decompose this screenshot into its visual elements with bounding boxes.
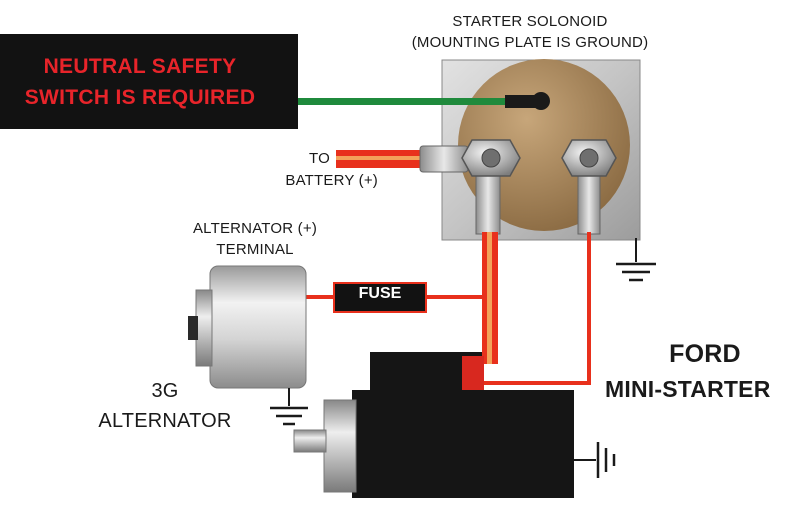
solenoid-post-left-lug [475, 169, 501, 235]
alternator-label-line-2: ALTERNATOR [98, 410, 232, 432]
neutral-switch-wire [296, 98, 510, 105]
alternator-label-line-1: 3G [151, 380, 179, 402]
fuse [333, 282, 427, 313]
alternator-terminal-label-line-2: TERMINAL [216, 241, 294, 258]
alternator-body [209, 265, 307, 389]
solenoid-title-line-1: STARTER SOLONOID [452, 13, 608, 30]
solenoid-post-right-stud [579, 148, 599, 168]
starter-motor-body [352, 390, 574, 498]
signal-terminal [505, 95, 541, 108]
warning-line-1: NEUTRAL SAFETY [43, 55, 237, 78]
neutral-safety-warning-box: NEUTRAL SAFETY SWITCH IS REQUIRED [0, 34, 298, 129]
starter-label-line-1: FORD [669, 340, 741, 368]
alternator-pulley [195, 289, 213, 367]
alternator-terminal-label-line-1: ALTERNATOR (+) [192, 220, 318, 237]
starter-nose-housing [323, 399, 357, 493]
starter-terminal [462, 356, 484, 392]
battery-label-line-1: TO [309, 150, 330, 167]
battery-label-line-2: BATTERY (+) [285, 172, 378, 189]
solenoid-post-right-lug [577, 169, 601, 235]
battery-cable-highlight [336, 156, 422, 160]
solenoid-title-line-2: (MOUNTING PLATE IS GROUND) [411, 34, 649, 51]
solenoid-post-left-stud [481, 148, 501, 168]
signal-terminal-stud [532, 92, 550, 110]
battery-cable-lug [419, 145, 469, 173]
alternator-shaft [188, 316, 198, 340]
fuse-label: FUSE [358, 285, 402, 302]
solenoid-to-starter-wire [482, 232, 591, 385]
starter-label-line-2: MINI-STARTER [605, 376, 771, 402]
warning-line-2: SWITCH IS REQUIRED [24, 86, 256, 109]
starter-cable-highlight [487, 232, 492, 364]
starter-drive-gear [293, 429, 327, 453]
